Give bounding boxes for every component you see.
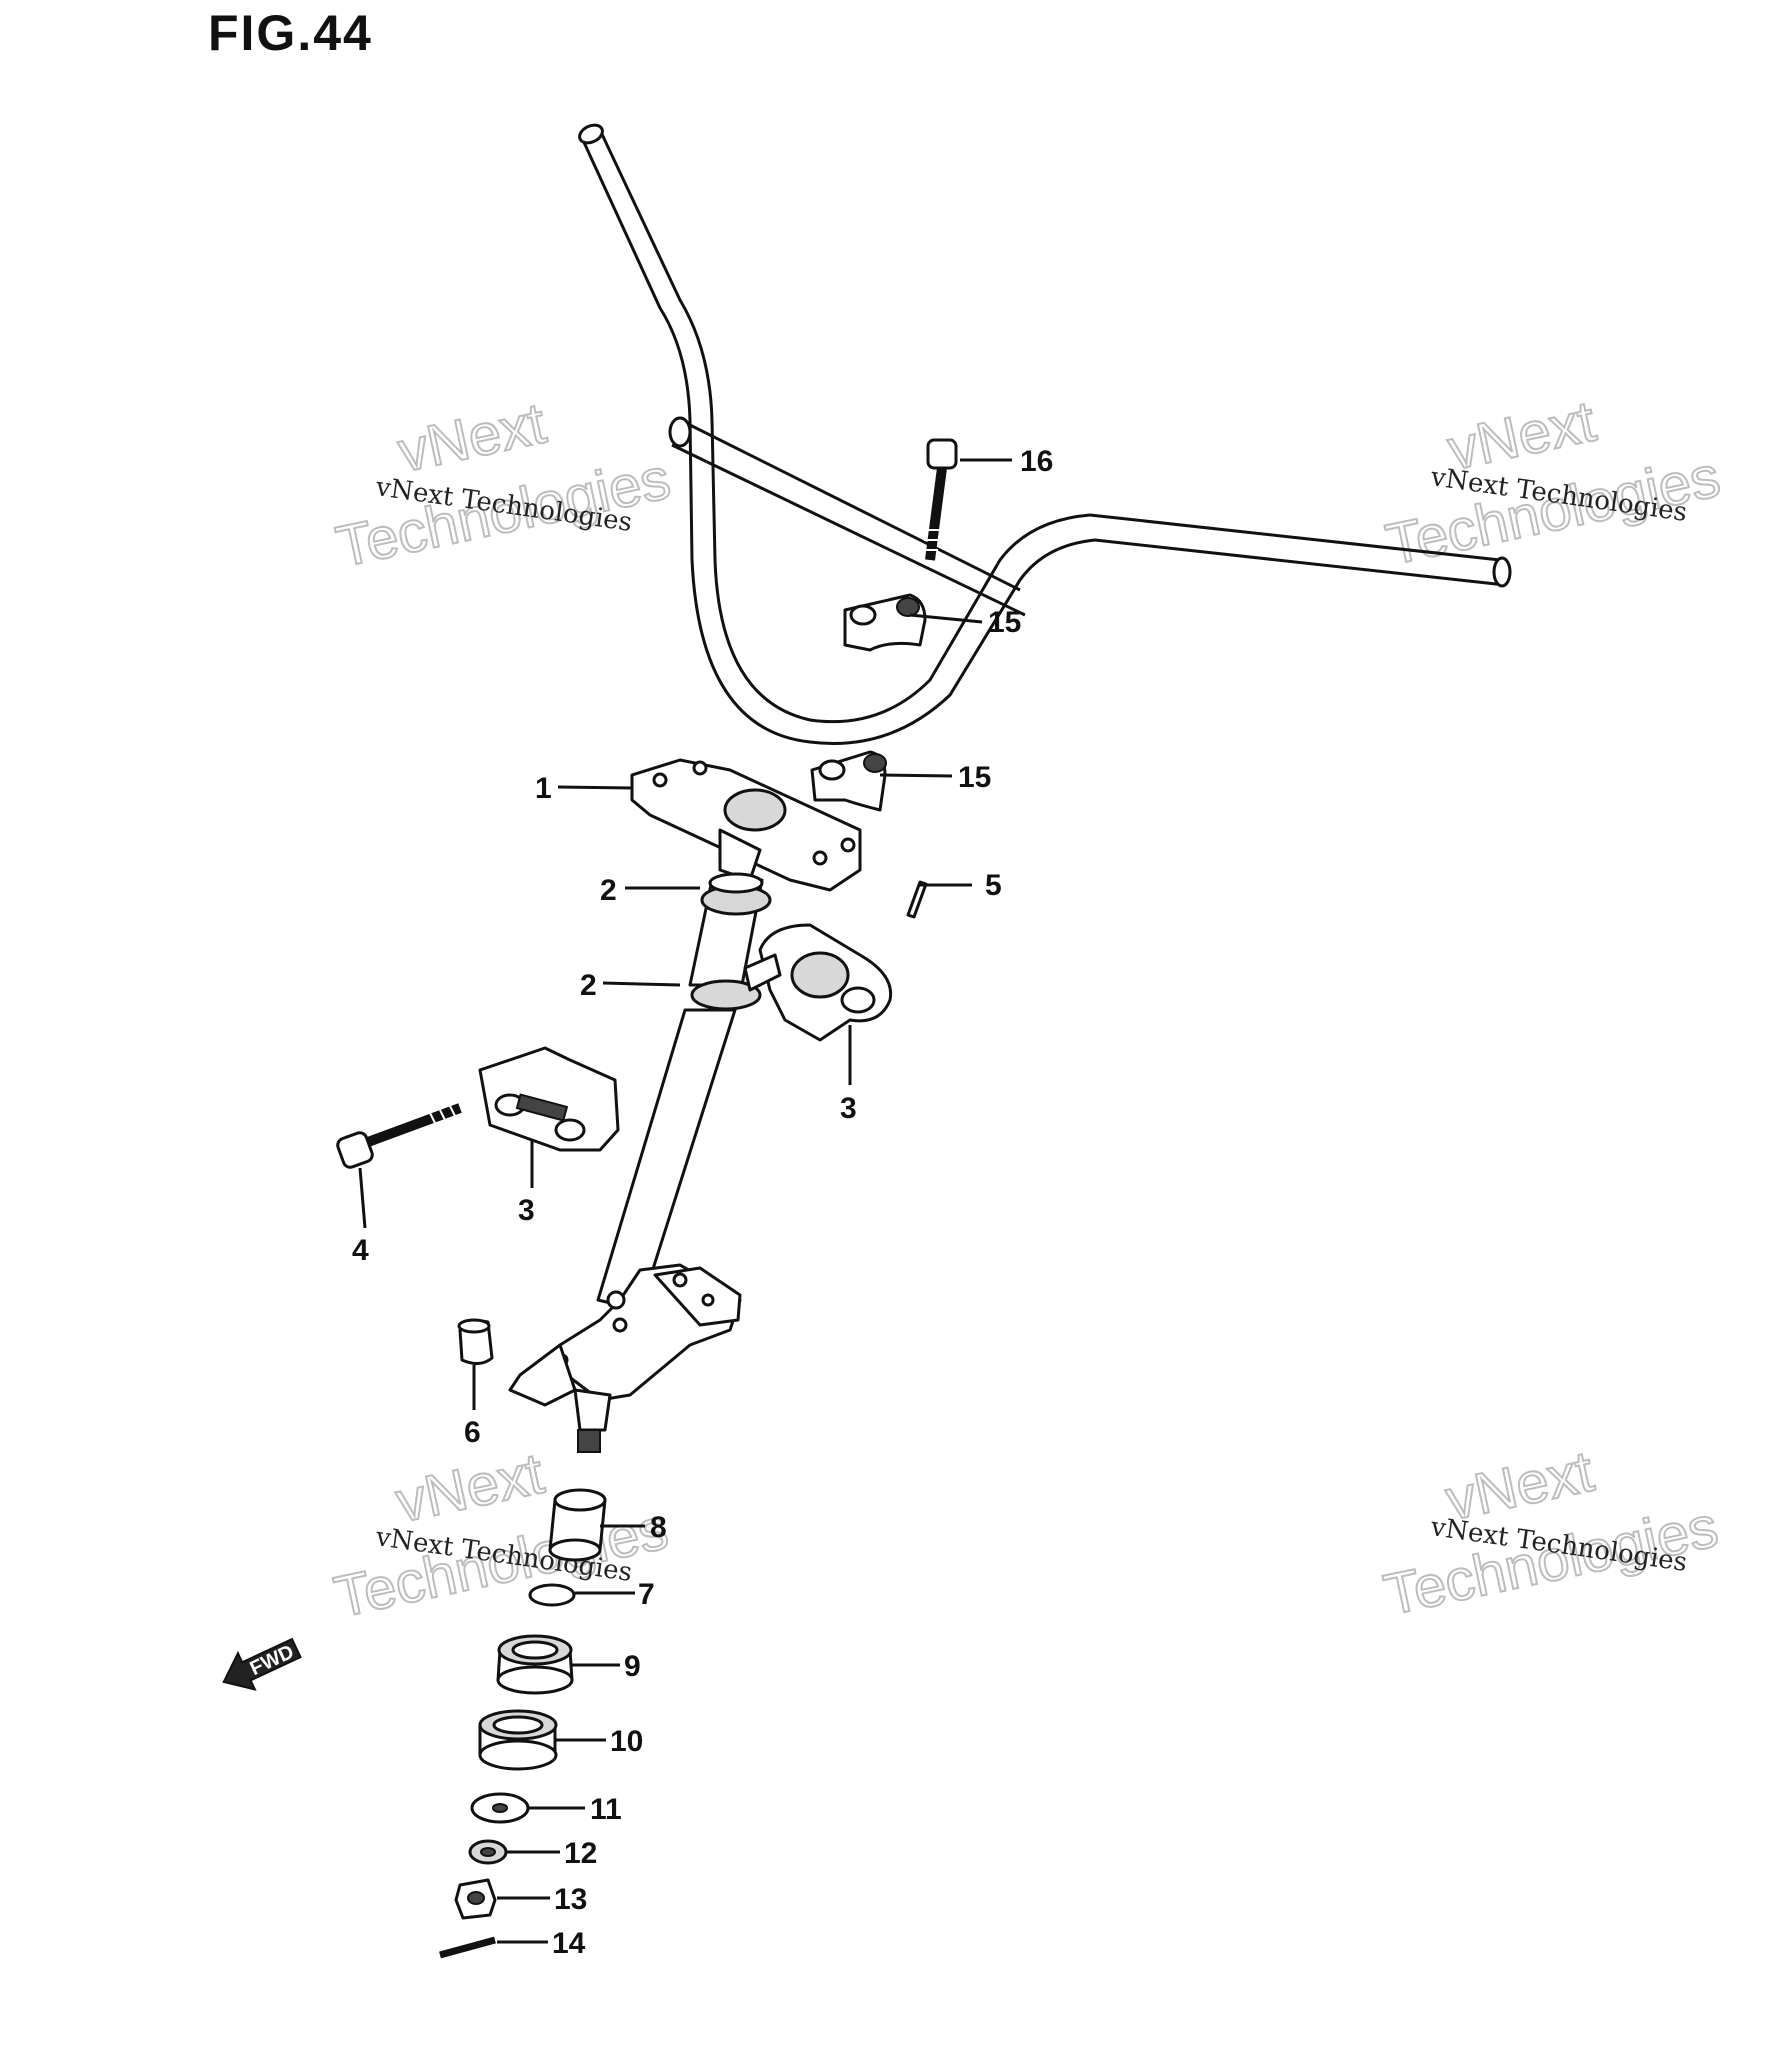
forward-direction-arrow: FWD	[222, 1637, 302, 1691]
lower-steering-bracket	[508, 1263, 742, 1453]
callout-14: 14	[552, 1927, 586, 1960]
svg-text:vNext: vNext	[390, 1441, 549, 1535]
svg-text:vNext: vNext	[393, 391, 552, 485]
ring-7	[528, 1583, 576, 1607]
callout-3: 3	[518, 1194, 535, 1227]
callout-13: 13	[554, 1883, 587, 1916]
callout-2: 2	[580, 969, 597, 1002]
callout-7: 7	[638, 1578, 655, 1611]
cotter-pin-5	[906, 880, 928, 919]
washer-11	[470, 1792, 530, 1824]
pin-14	[439, 1936, 496, 1959]
callout-15: 15	[958, 761, 991, 794]
shaft-holder-left-3	[478, 1046, 620, 1152]
callout-labels: 1 2 2 3 3 4 5 6 7 8 9 10 11 12 13 14 15 …	[352, 445, 1053, 1960]
callout-9: 9	[624, 1650, 641, 1683]
bolt-4	[336, 1103, 462, 1169]
shaft-holder-right-3	[743, 923, 893, 1042]
handlebar-holder-lower-15	[810, 750, 887, 812]
leader-lines	[358, 458, 1012, 1944]
handlebar	[578, 123, 1512, 745]
nut-13	[454, 1878, 497, 1920]
callout-2: 2	[600, 874, 617, 907]
svg-text:FWD: FWD	[247, 1641, 298, 1680]
bushing-6	[457, 1318, 494, 1365]
collar-8	[548, 1488, 607, 1562]
callout-12: 12	[564, 1837, 597, 1870]
callout-11: 11	[590, 1793, 622, 1826]
callout-5: 5	[985, 869, 1002, 902]
callout-8: 8	[650, 1511, 667, 1544]
watermark: vNext Technologies	[328, 1440, 675, 1631]
steering-shaft	[596, 872, 772, 1312]
callout-16: 16	[1020, 445, 1053, 478]
handlebar-holder-upper-15	[843, 593, 927, 652]
bearing-10	[478, 1709, 558, 1771]
upper-bracket-1	[630, 758, 862, 892]
watermark: vNext Technologies	[330, 390, 677, 581]
bolt-16	[923, 438, 958, 561]
callout-1: 1	[535, 772, 552, 805]
seal-9	[496, 1634, 574, 1695]
watermark: vNext Technologies	[1378, 1438, 1725, 1629]
nut-12	[468, 1839, 508, 1865]
watermark: vNext Technologies	[1380, 387, 1727, 578]
figure-title: FIG.44	[208, 5, 373, 61]
callout-4: 4	[352, 1234, 369, 1267]
callout-10: 10	[610, 1725, 643, 1758]
callout-3: 3	[840, 1092, 857, 1125]
callout-15: 15	[988, 606, 1021, 639]
callout-6: 6	[464, 1416, 481, 1449]
